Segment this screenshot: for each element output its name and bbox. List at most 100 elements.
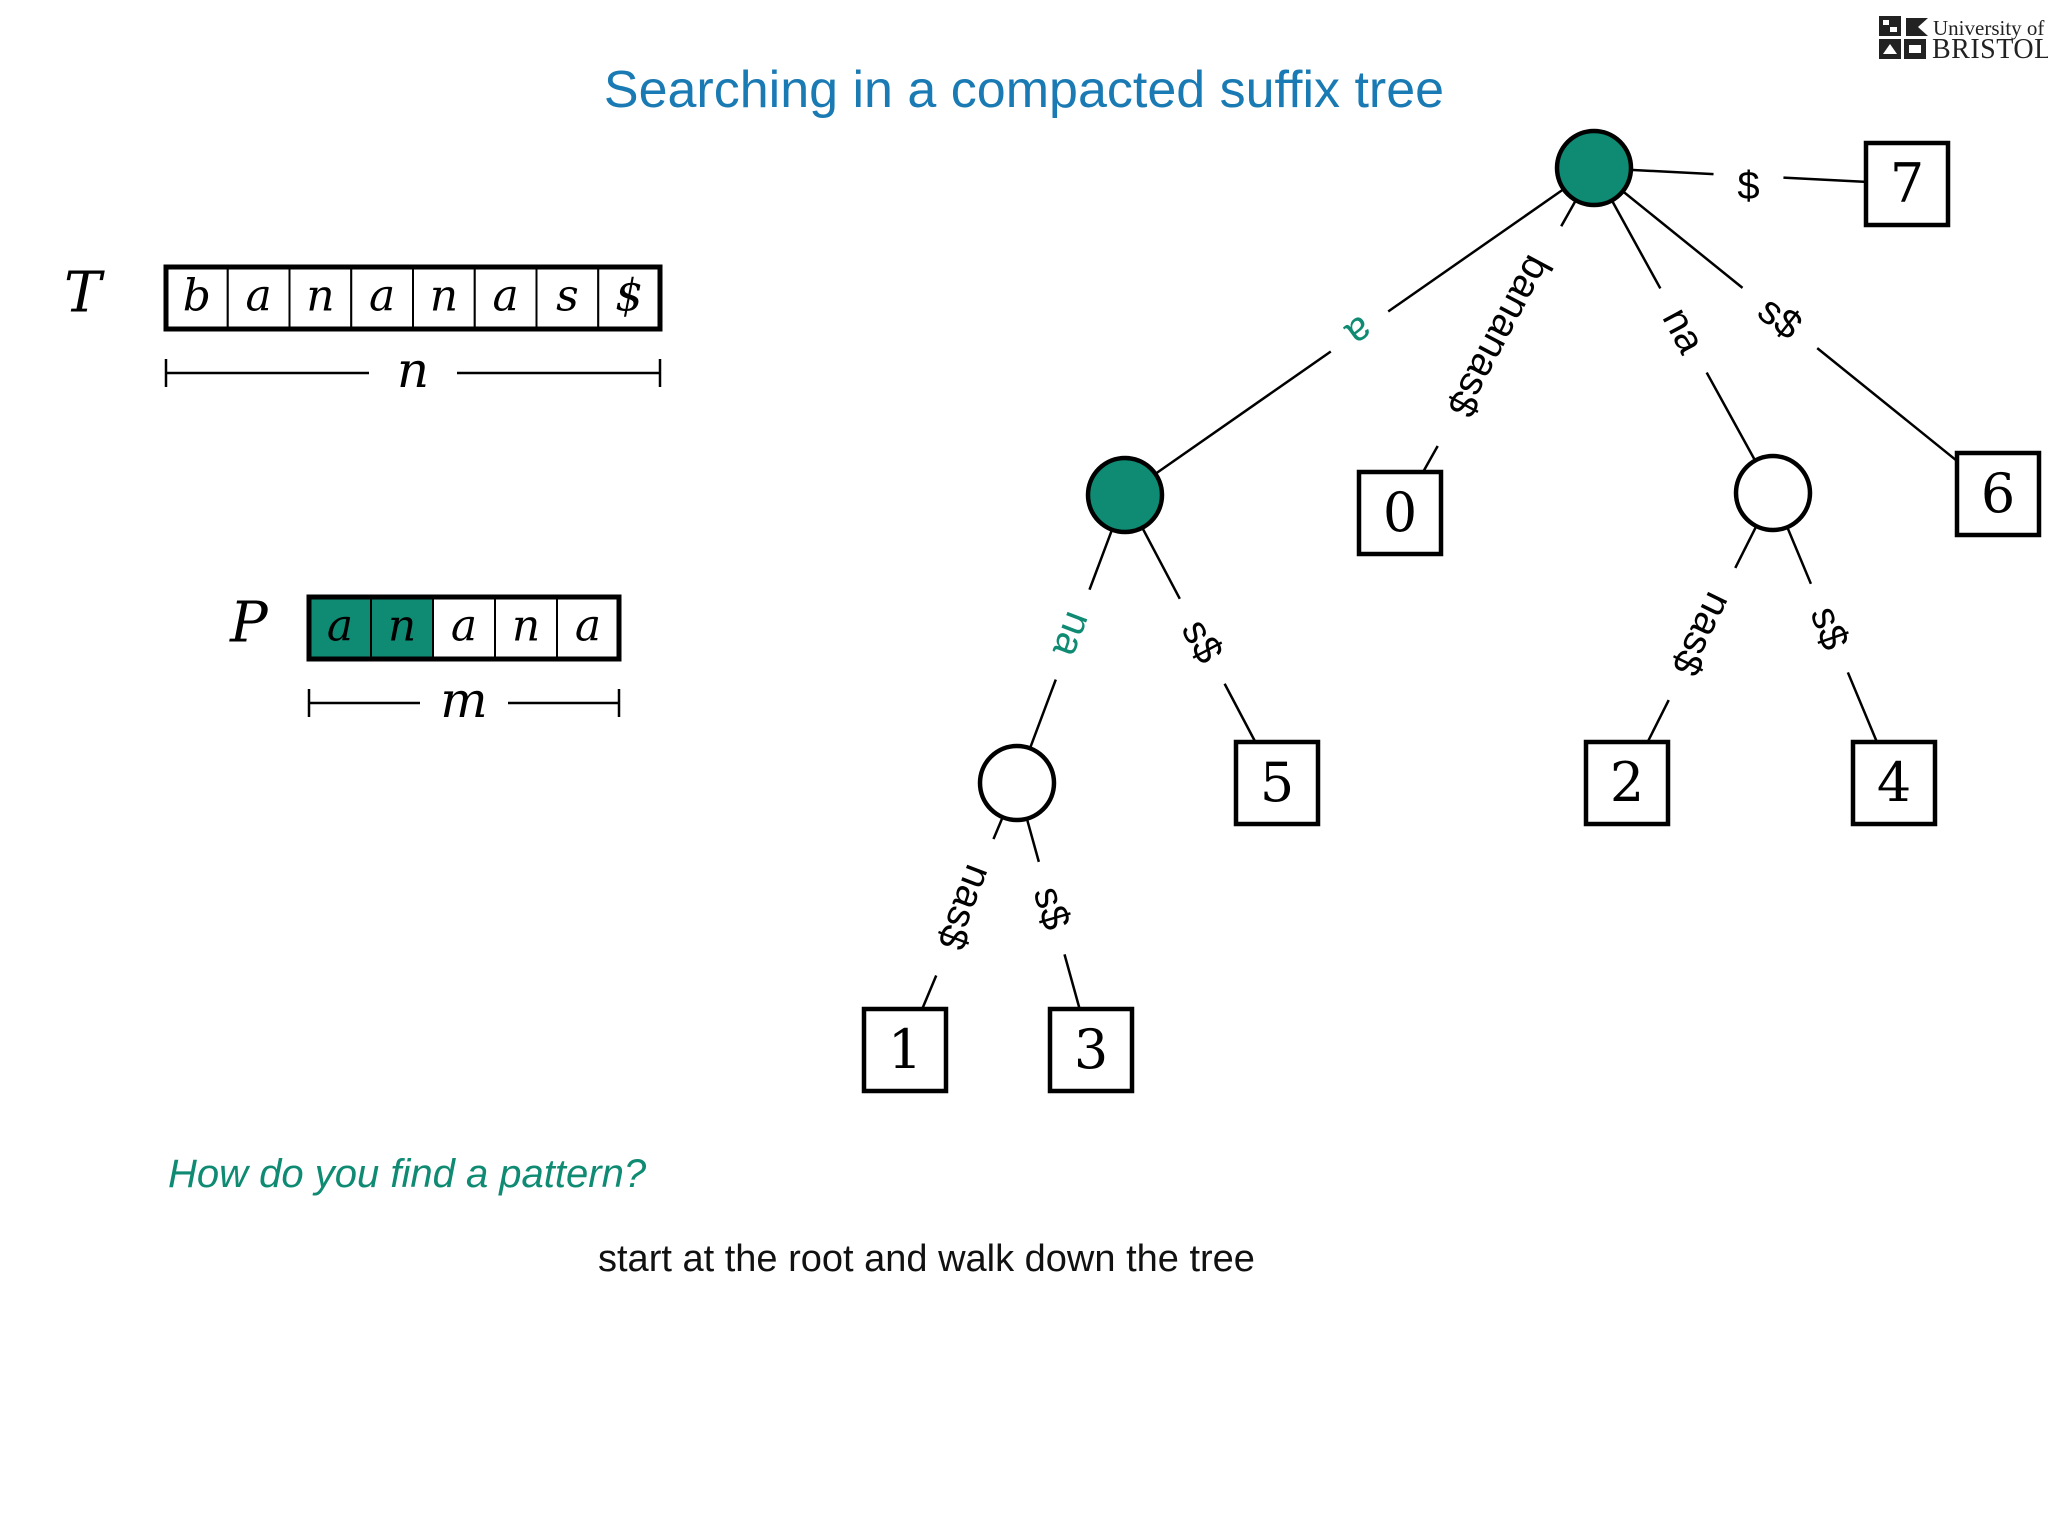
edge-line [1786,526,1813,585]
edge-line [1816,347,1958,462]
leaf-label: 1 [888,1018,922,1081]
edge-line [1025,818,1041,863]
text-cell-char: s [556,270,579,321]
tree-edge-a-ana: na [1028,529,1114,749]
bristol-crest-icon [1879,16,1928,59]
leaf-box [1233,739,1321,827]
tree-leaf0: 0 [1356,469,1444,557]
edge-line [1846,671,1879,743]
edge-label: na [1654,301,1714,362]
tree-edge-ana-leaf3: s$ [1025,818,1081,1010]
pattern-cell-char: n [512,600,540,651]
text-symbol: T [64,261,105,326]
edge-label: $ [1737,164,1759,208]
text-cell-char: n [430,270,458,321]
tree-edge-na-leaf2: nas$ [1646,525,1758,743]
pattern-outline [306,594,622,662]
text-cell-char: a [369,270,395,321]
leaf-label: 2 [1610,751,1644,814]
logo-line-bristol: BRISTOL [1932,34,2048,65]
edge-label: nas$ [929,859,1001,956]
pattern-length-label: m [440,671,487,729]
tree-node-root [1554,128,1634,208]
tree-leaf3: 3 [1047,1006,1135,1094]
edge-line [1028,679,1057,749]
edge-label: s$ [1750,288,1810,349]
leaf-label: 5 [1260,751,1294,814]
tree-edge-na-leaf4: s$ [1786,526,1879,743]
edge-line [1141,527,1181,600]
pattern-cell-char: a [327,600,353,651]
slide-title: Searching in a compacted suffix tree [603,61,1445,119]
edge-line [1387,188,1565,313]
text-cell [535,266,600,330]
text-cell-char: b [183,270,211,321]
text-cell-char: $ [615,270,643,321]
leaf-box [1954,450,2042,538]
pattern-cell-char: n [388,600,416,651]
leaf-box [1583,739,1671,827]
edge-line [1622,190,1744,289]
university-logo: University of BRISTOL [1878,12,2048,68]
edge-line [1063,954,1081,1010]
leaf-box [861,1006,949,1094]
pattern-cell-char: a [575,600,601,651]
tree-leaf5: 5 [1233,739,1321,827]
leaf-box [1850,739,1938,827]
leaf-label: 4 [1877,751,1911,814]
pattern-cell-char: a [451,600,477,651]
edge-line [1223,683,1257,743]
leaf-label: 6 [1981,462,2015,525]
tree-leaf2: 2 [1583,739,1671,827]
edge-label: s$ [1025,882,1079,935]
text-cell-char: a [246,270,272,321]
tree-edge-root-leaf0: bananas$ [1421,199,1577,473]
tree-edge-root-leaf7: $ [1630,164,1867,208]
edge-label: s$ [1173,612,1232,670]
tree-node-na [1733,453,1813,533]
leaf-label: 0 [1383,481,1417,544]
edge-line [1734,525,1758,569]
edge-line [1705,371,1757,462]
edge-line [1630,168,1714,176]
edge-line [921,975,938,1010]
tree-leaf1: 1 [861,1006,949,1094]
edge-line [1783,176,1867,184]
leaf-label: 7 [1890,152,1924,215]
question-text: How do you find a pattern? [168,1152,647,1196]
leaf-box [1047,1006,1135,1094]
edge-line [1646,699,1670,743]
tree-node-ana [977,743,1057,823]
logo-line-university: University of [1933,16,2045,40]
leaf-label: 3 [1074,1018,1108,1081]
tree-edge-a-leaf5: s$ [1141,527,1257,743]
tree-leaf6: 6 [1954,450,2042,538]
leaf-box [1356,469,1444,557]
edge-line [992,816,1004,840]
edge-line [1421,445,1439,473]
tree-node-a [1085,455,1165,535]
edge-line [1560,199,1577,227]
text-cell-char: a [493,270,519,321]
text-cell-char: n [306,270,334,321]
edge-label: bananas$ [1439,248,1560,424]
edge-line [1088,529,1114,591]
edge-line [1610,199,1662,290]
edge-label: a [1337,307,1381,356]
edge-label: s$ [1802,601,1857,655]
edge-label: na [1044,606,1101,664]
answer-text: start at the root and walk down the tree [598,1238,1255,1280]
edge-label: nas$ [1663,585,1741,682]
tree-leaf7: 7 [1863,140,1951,228]
pattern-symbol: P [229,591,269,656]
text-outline [163,264,663,332]
text-length-label: n [397,341,429,399]
edge-line [1154,350,1332,475]
tree-edge-ana-leaf1: nas$ [921,816,1004,1010]
tree-leaf4: 4 [1850,739,1938,827]
